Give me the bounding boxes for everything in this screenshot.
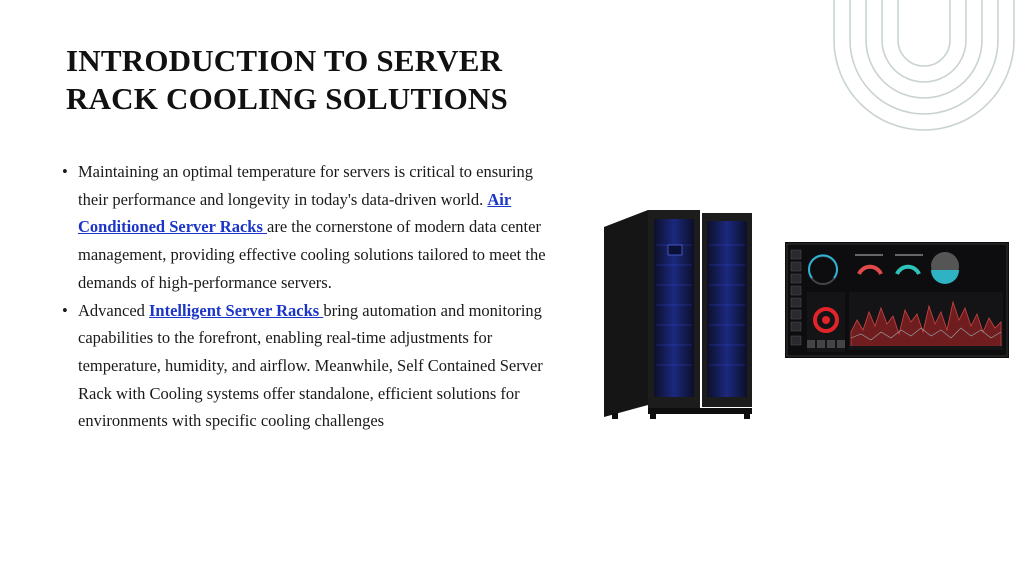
monitoring-dashboard-image [785,242,1009,358]
slide-title: INTRODUCTION TO SERVER RACK COOLING SOLU… [66,42,586,118]
decorative-arcs [833,0,1015,131]
title-line-2: RACK COOLING SOLUTIONS [66,81,508,116]
bullet-marker: • [62,162,68,181]
title-line-1: INTRODUCTION TO SERVER [66,43,503,78]
air-conditioned-server-racks-link[interactable]: Air Conditioned Server Racks [78,189,512,237]
bullet-1-text-start: Maintaining an optimal temperature for s… [78,162,533,209]
bullet-item-2: • Advanced Intelligent Server Racks brin… [62,297,557,436]
bullet-list: • Maintaining an optimal temperature for… [62,158,557,435]
bullet-item-1: • Maintaining an optimal temperature for… [62,158,557,297]
bullet-marker: • [62,300,68,320]
bullet-2-text-end: bring automation and monitoring capabili… [78,300,543,431]
server-rack-image [604,210,752,419]
bullet-1-text-end: are the cornerstone of modern data cente… [78,217,546,292]
intelligent-server-racks-link[interactable]: Intelligent Server Racks [149,300,324,320]
bullet-2-text-start: Advanced [78,300,150,320]
